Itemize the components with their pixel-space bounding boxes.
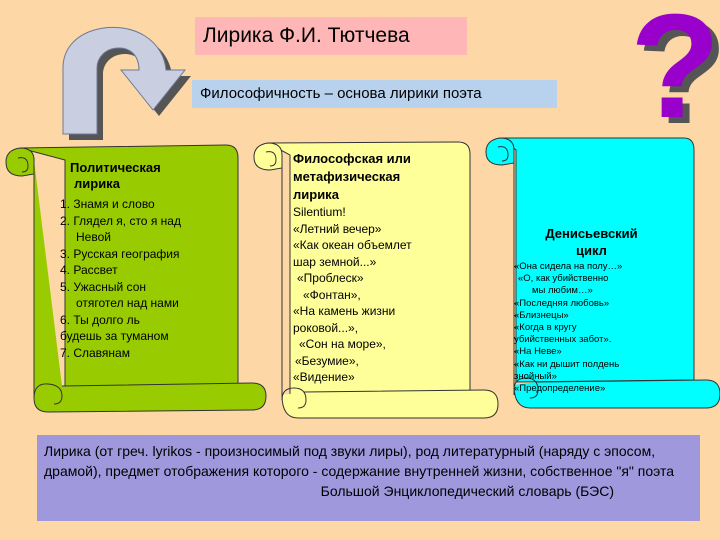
scroll-philosophical [253,141,499,419]
list-item: 3. Русская география [60,246,180,261]
heading-line: цикл [576,243,607,258]
list-item: мы любим…» [532,285,593,297]
list-item: «Видение» [293,370,355,384]
list-item: «Когда в кругу [514,322,577,334]
list-item: «Как океан объемлет [293,238,412,252]
list-item: «Безумие», [295,353,359,368]
definition-source: Большой Энциклопедический словарь (БЭС) [320,483,614,499]
question-mark-glyph: ? [630,0,720,149]
list-item: «О, как убийственно [518,273,609,285]
list-item: Невой [76,230,111,244]
heading-line: метафизическая [293,169,401,184]
heading-line: Философская или [293,151,411,166]
list-item: «Сон на море», [299,337,386,351]
list-item: «Летний вечер» [293,221,382,236]
definition-text: Лирика (от греч. lyrikos - произносимый … [44,443,675,479]
heading-line: лирика [74,176,120,191]
question-mark-shadow: ? [637,0,720,155]
list-item: Silentium! [293,205,346,219]
list-item: шар земной...» [293,254,377,269]
list-item: «Последняя любовь» [514,297,610,309]
list-item: 4. Рассвет [60,263,118,277]
scroll-denisiev-heading: Денисьевский цикл [514,225,669,259]
list-item: отяготел над нами [76,296,179,310]
list-item: 6. Ты долго ль [60,312,140,327]
scroll-philosophical-heading: Философская или метафизическая лирика [293,150,463,204]
list-item: роковой...», [293,320,359,335]
scroll-denisiev [485,137,720,409]
list-item: знойный» [514,370,557,382]
list-item: убийственных забот». [514,334,612,346]
list-item: «Как ни дышит полдень [514,358,620,370]
scroll-political [5,144,267,413]
heading-line: Политическая [70,160,161,175]
list-item: «Близнецы» [514,309,569,321]
list-item: будешь за туманом [60,329,169,343]
heading-line: Денисьевский [545,226,638,241]
list-item: 7. Славянам [60,345,130,360]
curved-arrow-icon [62,26,191,140]
list-item: «Предопределение» [514,383,606,395]
list-item: 1. Знамя и слово [60,197,155,211]
heading-line: лирика [293,187,339,202]
poem-list: 1. Знамя и слово 2. Глядел я, сто я над … [60,196,230,361]
list-item: 2. Глядел я, сто я над [60,213,181,228]
page-title: Лирика Ф.И. Тютчева [195,17,467,55]
list-item: «Фонтан», [303,287,361,302]
scroll-political-heading: Политическая лирика [70,160,230,192]
list-item: «На камень жизни [293,304,396,318]
scroll-political-text: Политическая лирика 1. Знамя и слово 2. … [60,160,230,361]
list-item: 5. Ужасный сон [60,279,146,294]
list-item: «Проблеск» [297,271,364,285]
definition-box: Лирика (от греч. lyrikos - произносимый … [37,435,700,521]
scroll-philosophical-text: Философская или метафизическая лирика Si… [293,150,463,386]
list-item: «На Неве» [514,346,562,358]
list-item: «Она сидела на полу…» [514,261,623,272]
question-mark-icon: ? ? [628,0,720,149]
page-subtitle: Философичность – основа лирики поэта [192,80,557,108]
scroll-denisiev-text: Денисьевский цикл «Она сидела на полу…» … [514,225,679,395]
